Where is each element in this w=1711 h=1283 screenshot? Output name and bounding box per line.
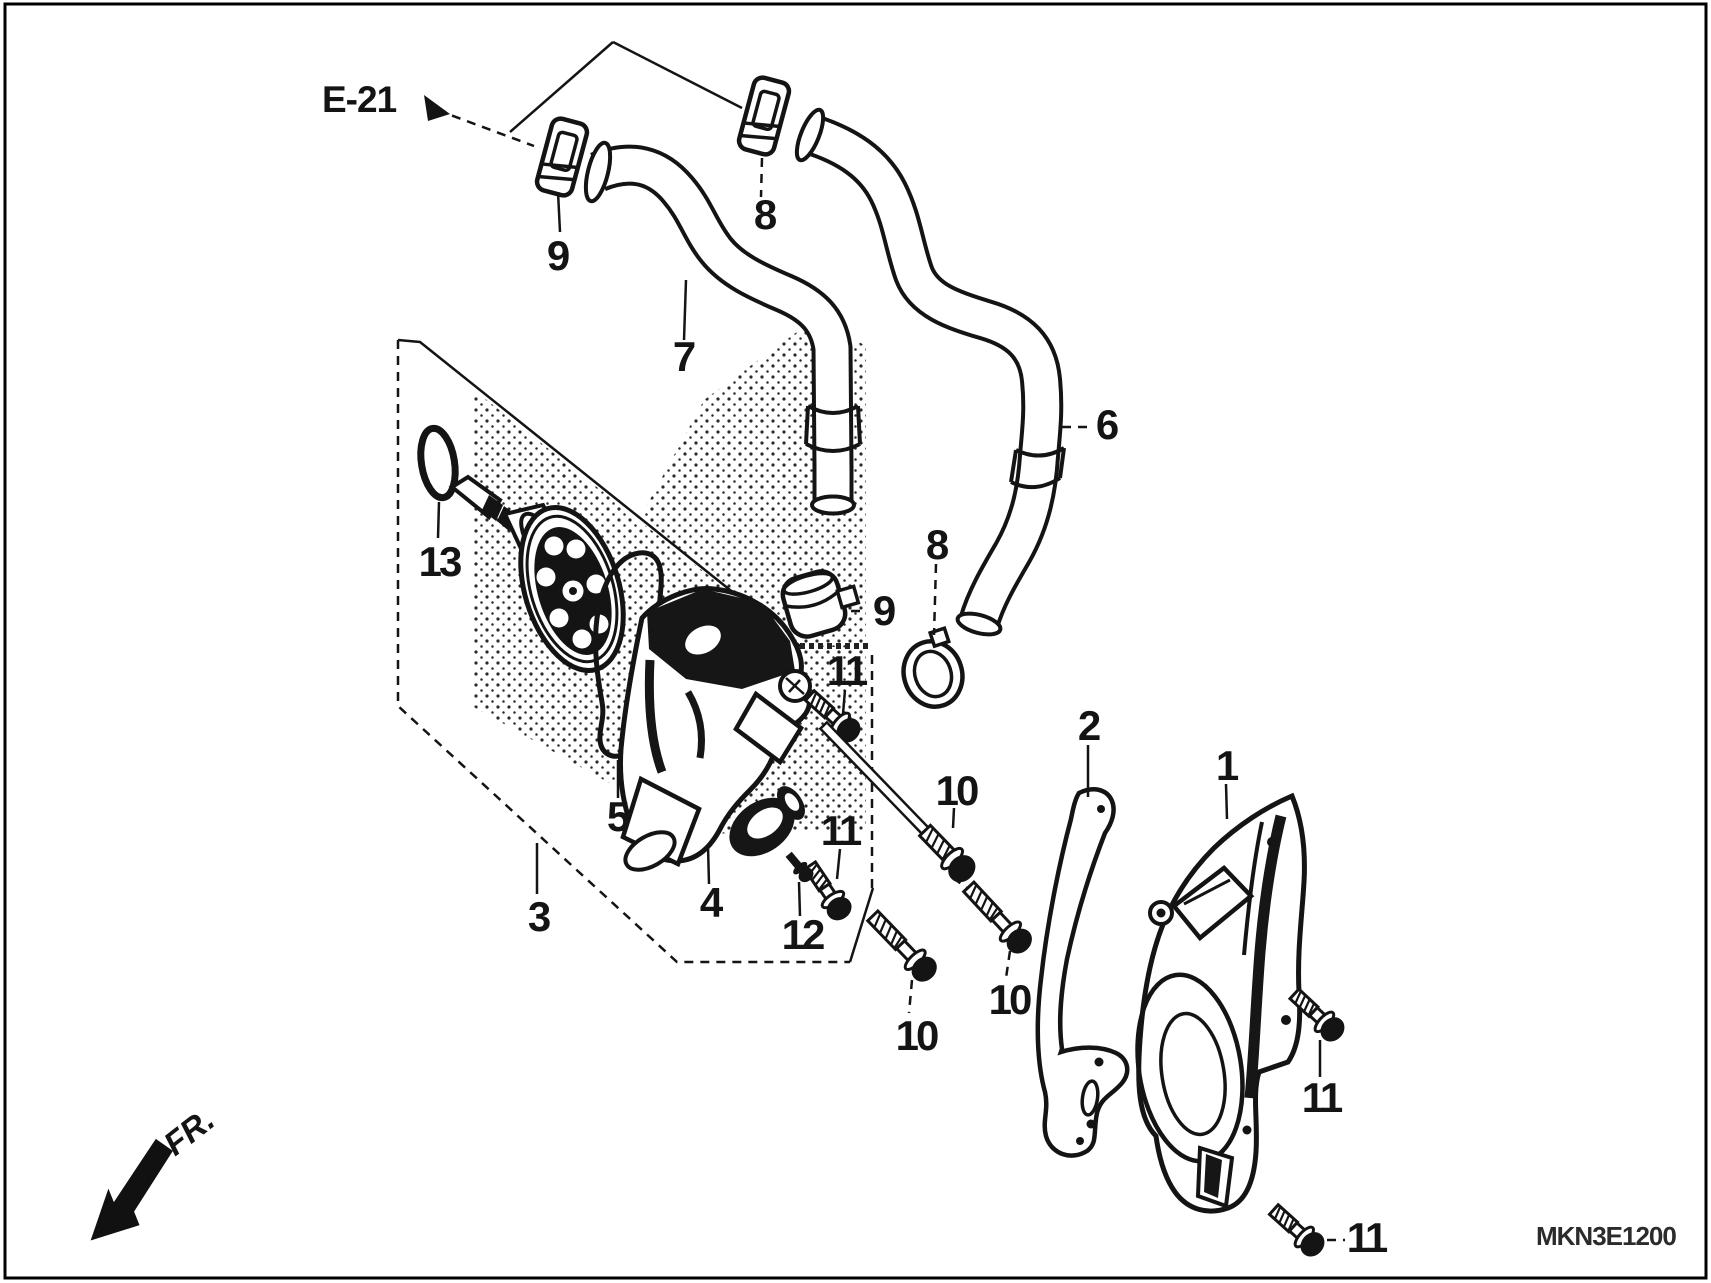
callout-11b: 11 <box>821 807 862 854</box>
diagram-code: MKN3E1200 <box>1536 1221 1676 1251</box>
callout-9-mid: 9 <box>873 587 895 634</box>
callout-6: 6 <box>1096 401 1118 448</box>
bolt-11d <box>1263 1198 1330 1262</box>
water-pump-body-4 <box>618 586 812 872</box>
water-hose-7 <box>583 140 862 516</box>
callout-11a: 11 <box>827 647 868 694</box>
front-direction-marker: FR. <box>90 1100 221 1241</box>
callout-leaders <box>436 157 1345 1242</box>
callout-13: 13 <box>419 538 461 585</box>
callout-3: 3 <box>528 893 550 940</box>
front-arrow-icon <box>90 1138 173 1241</box>
callout-10a: 10 <box>936 767 978 814</box>
callout-8-mid: 8 <box>926 521 949 568</box>
e21-leader <box>424 40 743 148</box>
callout-7: 7 <box>673 333 695 380</box>
callout-10c: 10 <box>896 1012 938 1059</box>
bolt-10c <box>861 905 943 987</box>
callout-4: 4 <box>700 879 724 926</box>
callout-10b: 10 <box>989 976 1031 1023</box>
hose-clamp-8-top <box>737 76 791 157</box>
o-ring-13 <box>417 424 459 502</box>
page-border <box>3 2 1708 1280</box>
callout-12: 12 <box>782 911 824 958</box>
hose-clamp-8-mid <box>901 626 965 709</box>
callout-9-top: 9 <box>547 232 569 279</box>
water-hose-6 <box>794 107 1066 637</box>
engine-ref-label: E-21 <box>322 79 397 120</box>
arrowhead-icon <box>424 95 450 121</box>
hose-clamp-9-top <box>535 117 589 198</box>
cover-gasket-2 <box>1035 787 1130 1158</box>
bolt-10b <box>957 876 1038 959</box>
callout-8-top: 8 <box>754 191 777 238</box>
water-pump-cover-1 <box>1135 792 1307 1214</box>
hose-clamp-9-mid <box>780 569 861 639</box>
callout-5: 5 <box>607 793 630 840</box>
callout-11c: 11 <box>1302 1074 1343 1121</box>
callout-11d: 11 <box>1347 1214 1388 1261</box>
callout-2: 2 <box>1078 702 1100 749</box>
pin-bolt-12 <box>785 851 814 883</box>
callout-1: 1 <box>1216 742 1239 789</box>
